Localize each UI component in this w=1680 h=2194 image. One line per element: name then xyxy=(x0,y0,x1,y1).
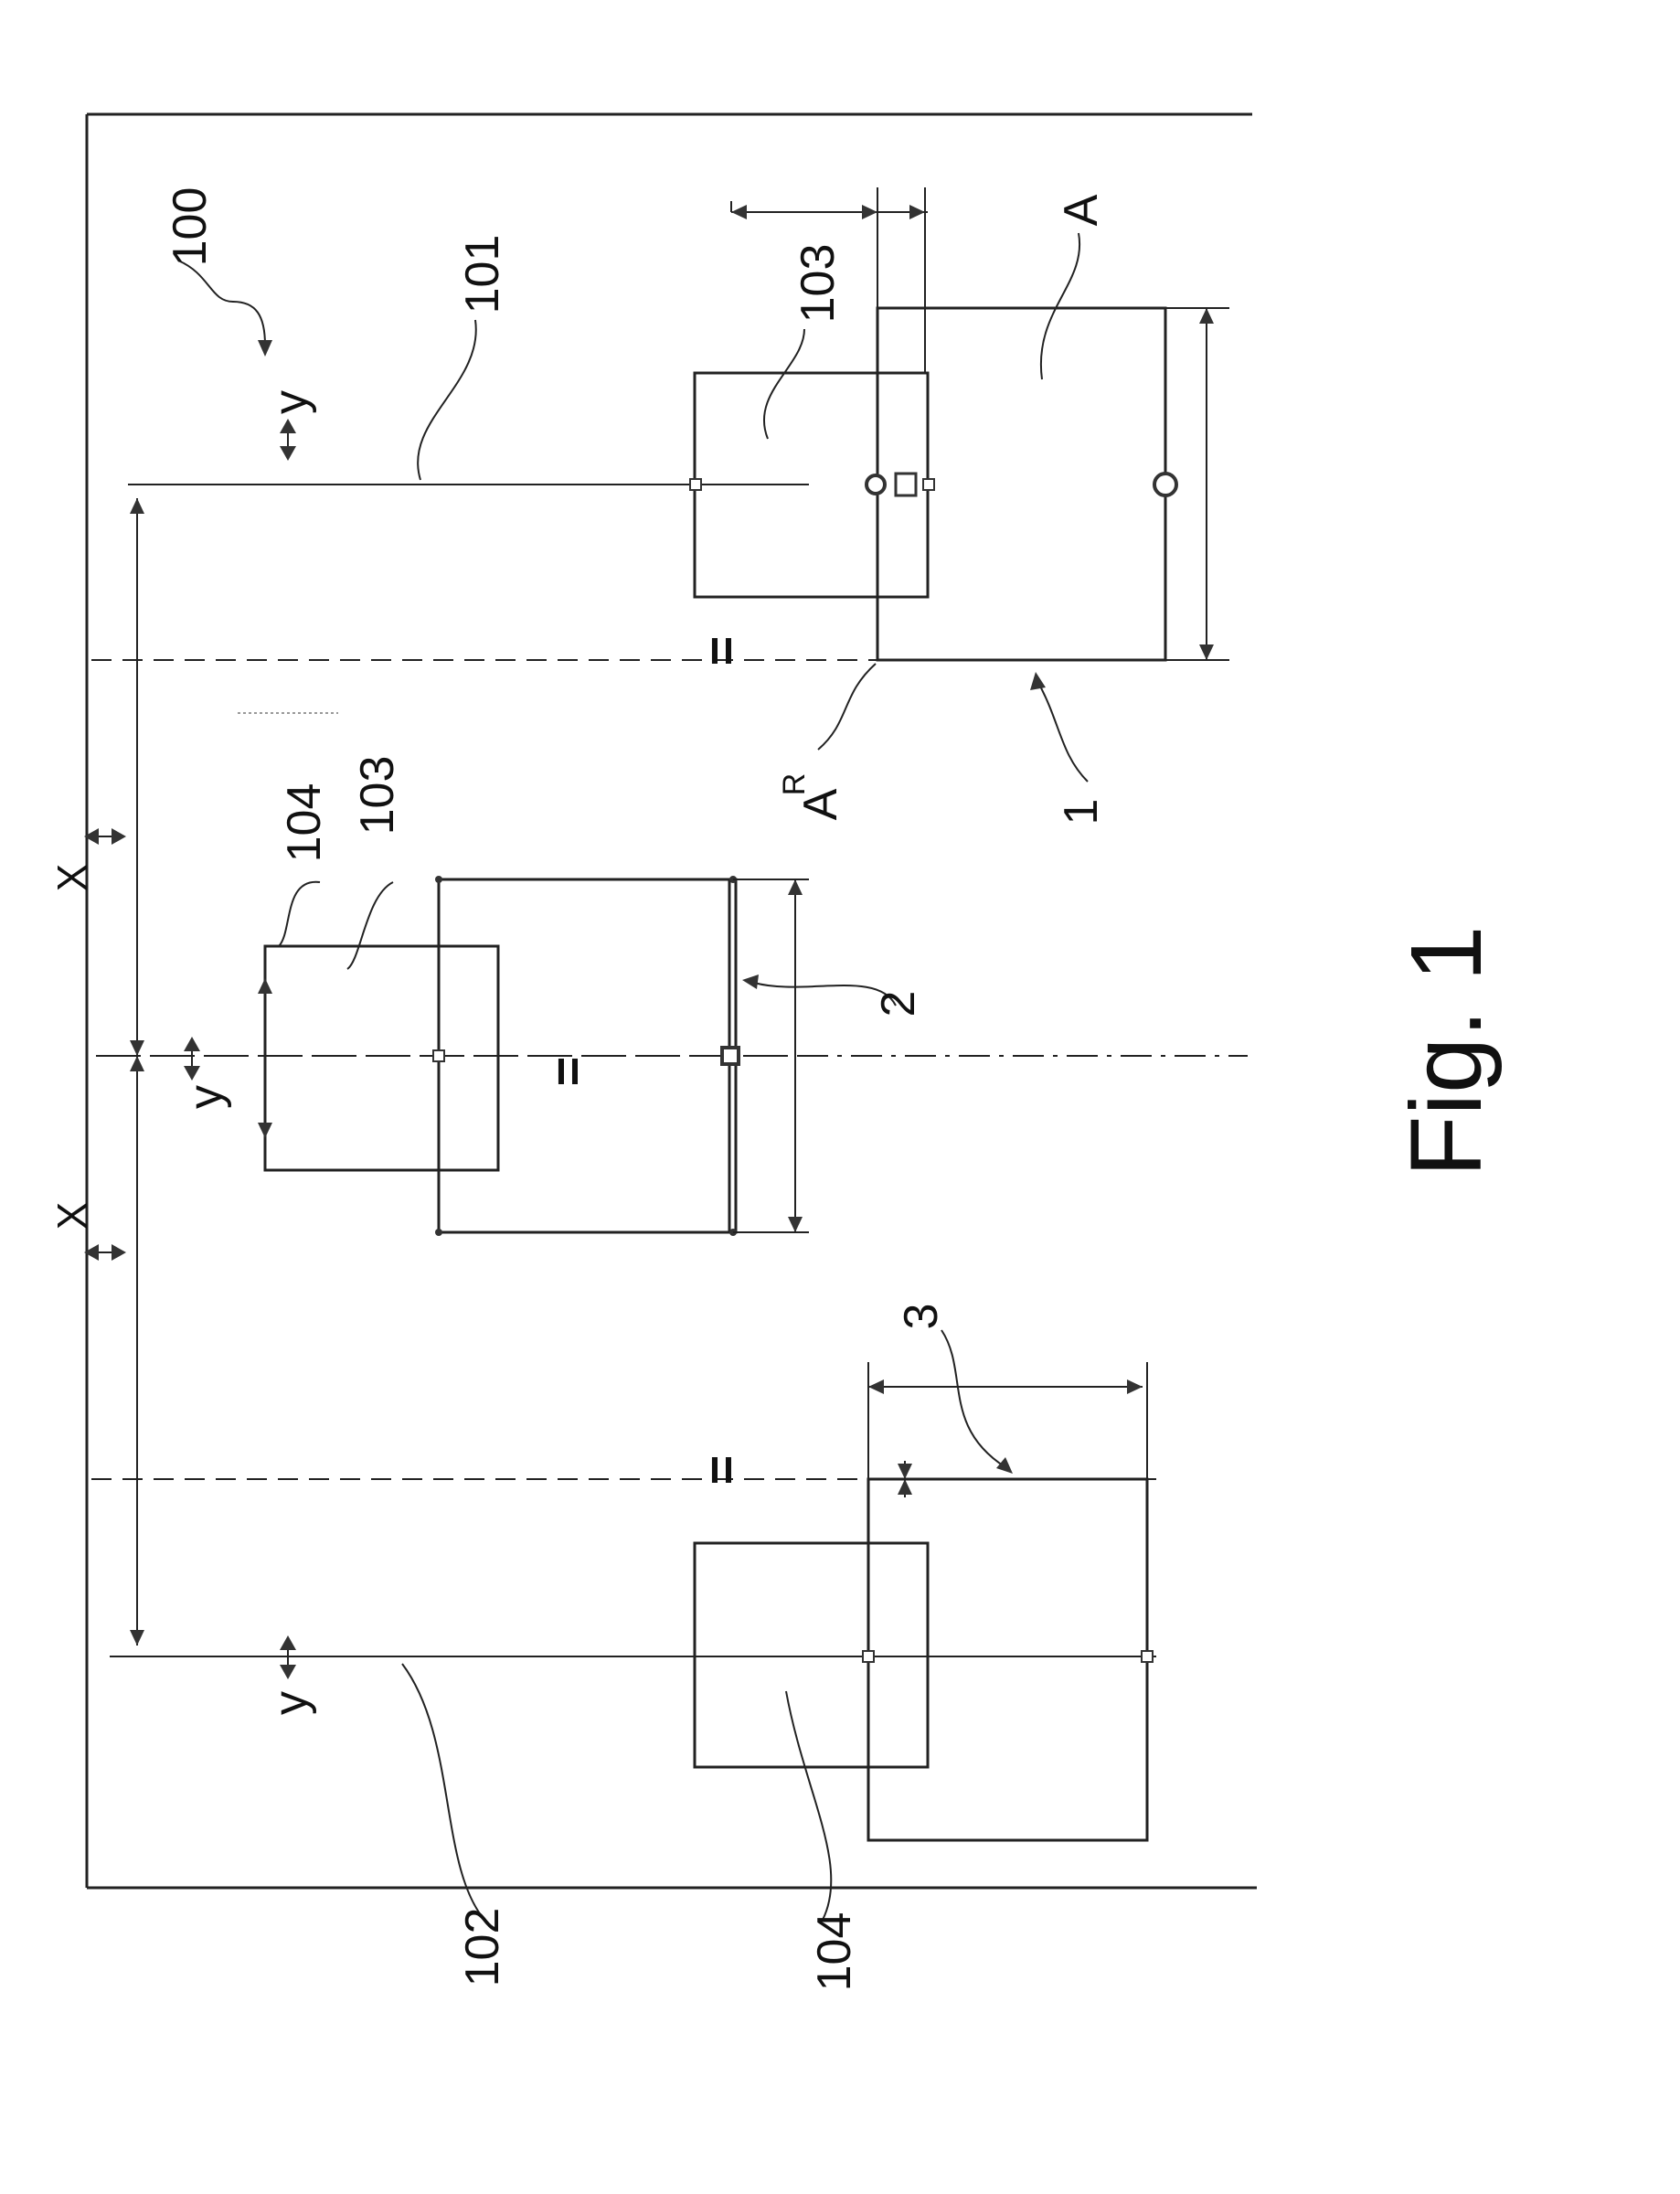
equal-mark-1: = xyxy=(692,636,750,666)
label-A: A xyxy=(1055,194,1108,226)
marker-item-2-edge xyxy=(722,1048,739,1064)
item-1-rect xyxy=(877,308,1165,660)
zone-104-middle-rect xyxy=(265,946,498,1170)
marker-item-3-a xyxy=(863,1651,874,1662)
label-y-bottom: y xyxy=(264,1691,317,1715)
marker-circle-2 xyxy=(1154,474,1176,495)
label-item-1: 1 xyxy=(1055,799,1108,825)
leader-102 xyxy=(402,1664,484,1920)
dimension-101-102 xyxy=(130,498,144,1646)
dir-arrow-x-upper xyxy=(84,828,126,845)
label-y-middle: y xyxy=(179,1085,232,1109)
dir-arrow-y-top xyxy=(280,419,296,461)
label-103-upper: 103 xyxy=(792,244,845,324)
leader-A xyxy=(1041,233,1079,379)
leader-item-1 xyxy=(1037,681,1088,782)
figure-caption: Fig. 1 xyxy=(1390,925,1503,1177)
marker-item-2-center xyxy=(433,1050,444,1061)
label-104-middle: 104 xyxy=(278,783,331,863)
label-101: 101 xyxy=(456,235,509,314)
label-102: 102 xyxy=(456,1908,509,1987)
dir-arrow-y-middle xyxy=(184,1037,200,1081)
corner-dot-2 xyxy=(435,1229,442,1236)
leader-103-upper xyxy=(764,329,804,439)
marker-small-1 xyxy=(923,479,934,490)
label-x-lower: X xyxy=(48,1202,96,1230)
marker-circle-1 xyxy=(867,475,885,494)
marker-item-3-b xyxy=(1142,1651,1153,1662)
outer-frame xyxy=(87,114,1257,1888)
item-3-group xyxy=(402,1330,1153,1920)
label-item-2: 2 xyxy=(872,991,925,1017)
equal-mark-3: = xyxy=(692,1455,750,1486)
label-103-middle: 103 xyxy=(351,756,404,836)
label-104-lower: 104 xyxy=(808,1912,861,1992)
leader-103-middle xyxy=(347,882,393,969)
label-x-upper: X xyxy=(48,864,96,892)
leader-104-lower xyxy=(786,1691,831,1920)
leader-101 xyxy=(418,320,476,480)
corner-dot-1 xyxy=(435,876,442,883)
item-3-rect xyxy=(868,1479,1147,1840)
dir-arrow-x-lower xyxy=(84,1244,126,1261)
marker-axis-101 xyxy=(690,479,701,490)
leader-100 xyxy=(178,261,265,346)
leader-AR xyxy=(818,664,876,750)
equal-bars-small xyxy=(896,474,916,495)
zone-104-lower-rect xyxy=(695,1543,928,1767)
label-AR-sup: R xyxy=(777,773,812,796)
leader-104-middle xyxy=(279,882,320,946)
label-100: 100 xyxy=(164,187,217,267)
equal-mark-2: = xyxy=(538,1057,596,1087)
leader-item-3 xyxy=(941,1330,1005,1467)
label-item-3: 3 xyxy=(895,1304,948,1330)
label-y-top: y xyxy=(264,390,317,414)
